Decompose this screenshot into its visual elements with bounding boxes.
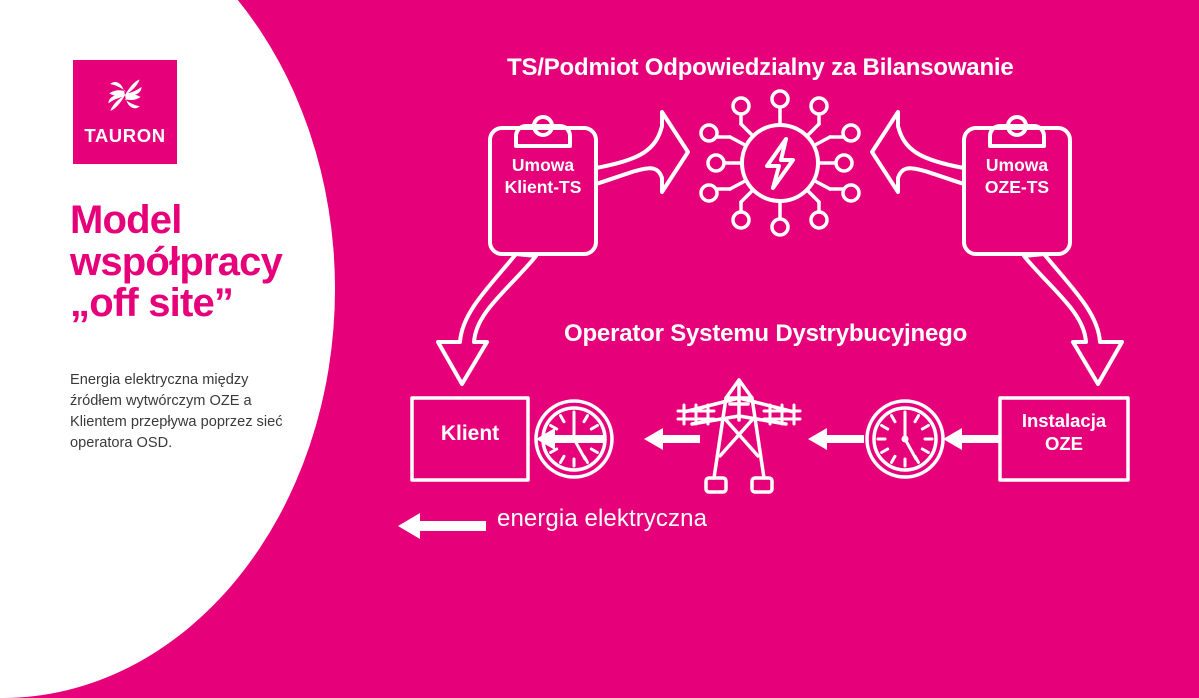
arrow-left-solid-icon-3 [808, 428, 864, 450]
headline-line-3: „off site” [70, 281, 234, 326]
arrow-left-solid-icon-2 [644, 428, 700, 450]
transmission-tower-icon [676, 378, 802, 494]
clipboard-icon-oze-ts [962, 115, 1072, 256]
arrow-left-solid-icon-4 [943, 428, 1000, 450]
arrow-right-outline-icon [594, 110, 690, 194]
page-title: Model współpracy „off site” [70, 198, 320, 326]
label-umowa-klient-ts: Umowa Klient-TS [504, 155, 582, 197]
arrow-curved-down-icon-left [436, 252, 538, 386]
heading-balancing-entity: TS/Podmiot Odpowiedzialny za Bilansowani… [507, 54, 1014, 81]
arrow-left-solid-icon-1 [536, 428, 606, 450]
energy-network-node-icon [699, 89, 861, 237]
tauron-pinwheel-icon [108, 79, 142, 111]
tauron-logo: TAURON [73, 60, 177, 164]
label-instalacja-oze: Instalacja OZE [1021, 410, 1107, 454]
heading-dso: Operator Systemu Dystrybucyjnego [564, 320, 968, 347]
label-umowa-oze-ts: Umowa OZE-TS [984, 155, 1050, 197]
box-klient [410, 396, 530, 482]
headline-line-1: Model [70, 198, 182, 242]
electricity-meter-icon-right [865, 399, 945, 479]
headline-line-2: współpracy [70, 239, 283, 284]
left-panel: TAURON Model współpracy „off site” Energ… [0, 0, 340, 578]
diagram-graphics [398, 89, 1130, 539]
description-text: Energia elektryczna między źródłem wytwó… [70, 372, 283, 451]
label-klient: Klient [440, 422, 500, 445]
arrow-left-outline-icon [870, 110, 966, 194]
legend-arrow-left-solid-icon [398, 513, 486, 539]
clipboard-icon-klient-ts [488, 115, 598, 256]
legend-label: energia elektryczna [497, 505, 708, 532]
diagram-area: TS/Podmiot Odpowiedzialny za Bilansowani… [340, 0, 1199, 578]
arrow-curved-down-icon-right [1022, 252, 1124, 386]
tauron-wordmark: TAURON [84, 125, 166, 146]
